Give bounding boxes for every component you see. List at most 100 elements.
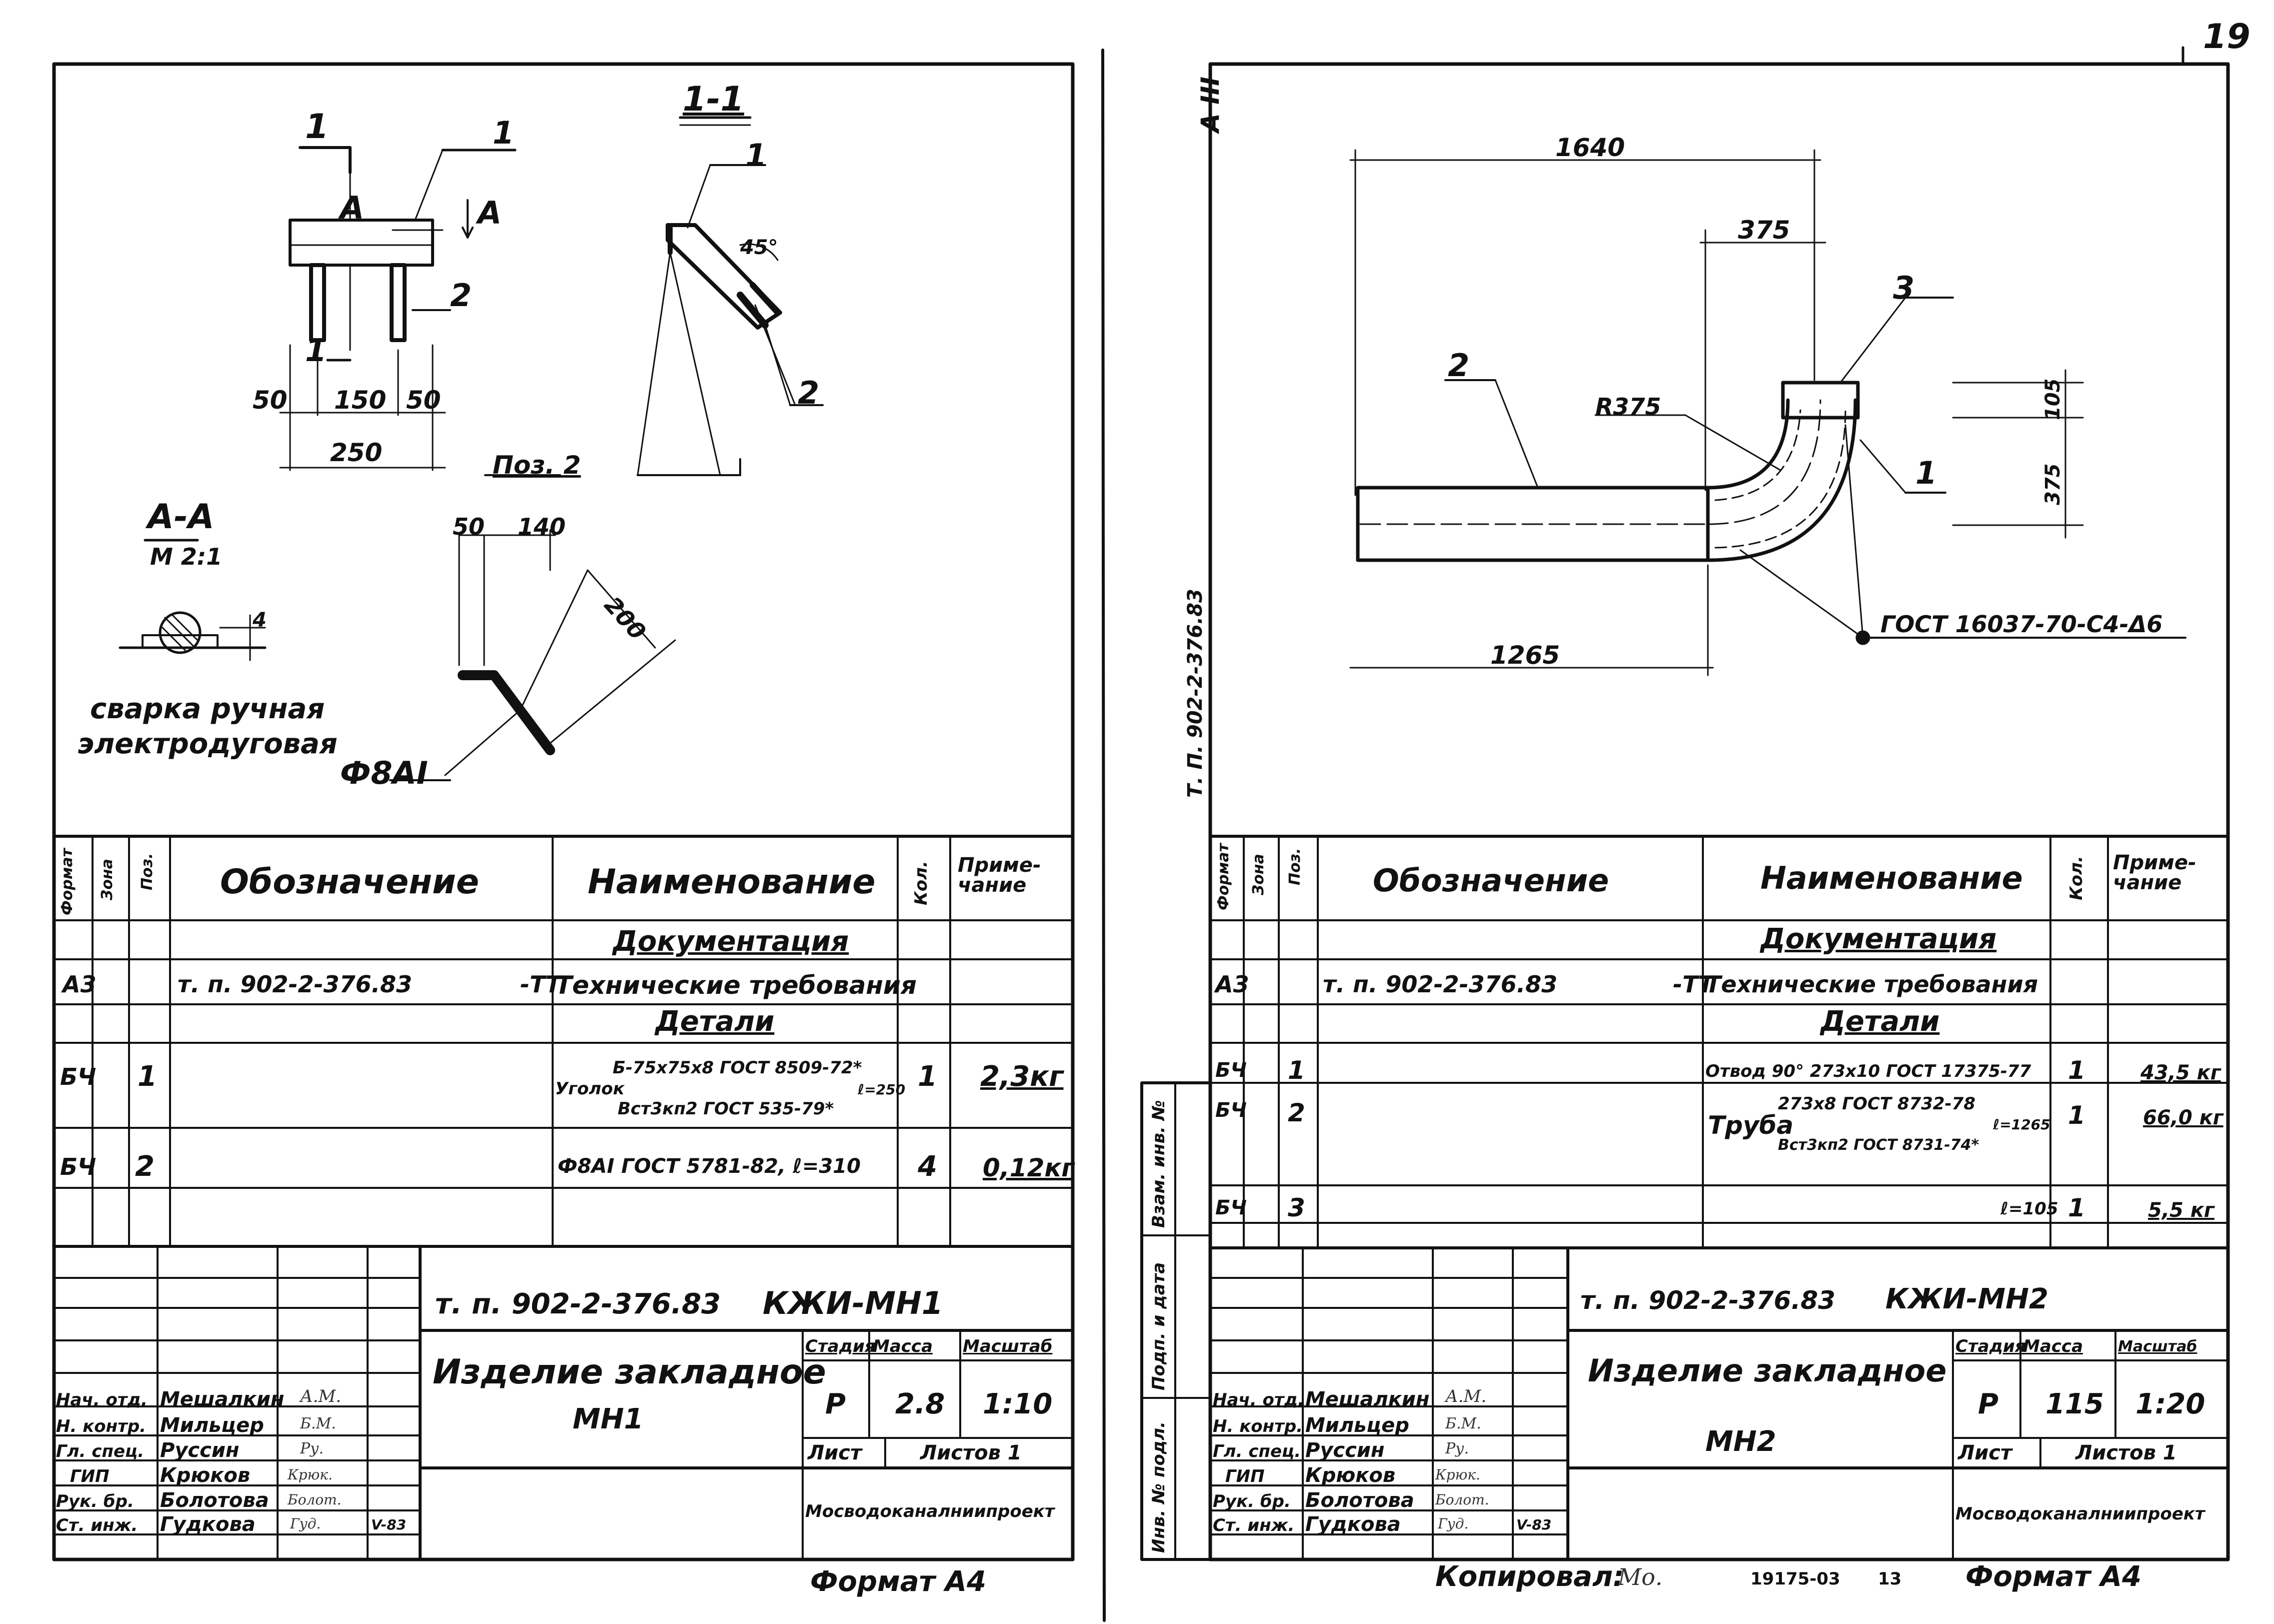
right-staff-sign-4: Болот. <box>1435 1491 1489 1508</box>
left-row5-name: Ф8АI ГОСТ 5781-82, ℓ=310 <box>558 1155 861 1178</box>
right-staff-role-5: Ст. инж. <box>1213 1515 1295 1535</box>
right-staff-name-4: Болотова <box>1305 1489 1414 1512</box>
weld-note-line1: сварка ручная <box>90 693 325 725</box>
weld-note-line2: электродуговая <box>78 728 338 760</box>
left-row2-designation: т. п. 902-2-376.83 <box>178 971 413 998</box>
left-staff-sign-2: Ру. <box>300 1440 324 1457</box>
left-staff-sign-1: Б.М. <box>300 1415 336 1432</box>
right-row4-qty: 1 <box>2068 1056 2085 1085</box>
right-row4-note: 43,5 кг <box>2140 1061 2221 1084</box>
left-title-sheet-code: КЖИ-МН1 <box>763 1285 943 1321</box>
left-staff-sign-0: А.М. <box>300 1386 342 1406</box>
left-staff-role-1: Н. контр. <box>56 1416 147 1436</box>
dim-1640: 1640 <box>1555 133 1625 162</box>
view-mark-a1: A <box>340 190 364 226</box>
left-staff-name-0: Мешалкин <box>160 1388 285 1411</box>
right-scale: 1:20 <box>2135 1388 2205 1420</box>
right-staff-role-1: Н. контр. <box>1213 1416 1303 1436</box>
left-row4-suffix: ℓ=250 <box>858 1081 906 1098</box>
weld-size: 4 <box>253 609 267 632</box>
left-row5-note: 0,12кг <box>983 1153 1075 1182</box>
right-row-details: Детали <box>1820 1005 1940 1038</box>
left-row5-qty: 4 <box>918 1150 937 1183</box>
right-stage-label: Стадия <box>1955 1336 2026 1356</box>
right-org: Мосводоканалниипроект <box>1955 1504 2205 1524</box>
right-row4-pos: 1 <box>1288 1056 1305 1085</box>
section-aa-scale: М 2:1 <box>150 543 223 570</box>
left-title-item-mark: МН1 <box>573 1403 644 1435</box>
angle-45: 45° <box>740 236 778 259</box>
left-h-qty: Кол. <box>911 861 931 905</box>
inventory-page: 13 <box>1878 1569 1902 1589</box>
section-mark-left: 1 <box>305 107 329 147</box>
pos2-label-plan: 2 <box>450 277 472 314</box>
left-scale: 1:10 <box>983 1388 1053 1420</box>
left-h-zone: Зона <box>99 859 116 900</box>
right-format-label: Формат А4 <box>1965 1560 2141 1593</box>
section-mark-left-bottom: 1 <box>305 332 327 369</box>
stamp-label-2: Инв. № подл. <box>1149 1421 1169 1553</box>
left-poz2-bar <box>389 474 676 781</box>
rebar-label: Ф8АI <box>340 755 428 791</box>
left-h-designation: Обозначение <box>220 862 479 902</box>
left-frame <box>52 62 1075 1561</box>
left-staff-name-2: Руссин <box>160 1439 240 1462</box>
right-row6-note: 5,5 кг <box>2148 1199 2214 1222</box>
right-row6-pos: 3 <box>1288 1193 1305 1222</box>
right-row4-format: БЧ <box>1215 1059 1247 1082</box>
right-row2-format: А3 <box>1215 971 1249 998</box>
stamp-label-0: Взам. инв. № <box>1149 1100 1169 1228</box>
left-row4-pos: 1 <box>138 1060 157 1093</box>
left-row2-format: А3 <box>63 971 97 998</box>
right-staff-sign-0: А.М. <box>1445 1386 1487 1406</box>
left-h-format: Формат <box>59 848 76 915</box>
right-row5-top: 273х8 ГОСТ 8732-78 <box>1778 1094 1976 1114</box>
left-h-note: Приме-чание <box>958 854 1041 897</box>
left-staff-name-4: Болотова <box>160 1489 269 1512</box>
right-staff-name-0: Мешалкин <box>1305 1388 1430 1411</box>
left-sheet-label: Лист <box>808 1441 862 1464</box>
view-mark-a2: A <box>478 195 502 231</box>
right-row4-name: Отвод 90° 273х10 ГОСТ 17375-77 <box>1705 1061 2031 1081</box>
left-title-item: Изделие закладное <box>433 1352 826 1392</box>
dim-375: 375 <box>1738 216 1790 245</box>
section-aa-title: А-А <box>148 497 215 537</box>
right-row5-format: БЧ <box>1215 1099 1247 1122</box>
right-title-item: Изделие закладное <box>1588 1352 1947 1389</box>
left-row4-top: Б-75х75х8 ГОСТ 8509-72* <box>613 1058 862 1078</box>
right-row5-prefix: Труба <box>1708 1111 1794 1140</box>
right-stage: Р <box>1978 1388 1999 1420</box>
left-row2-code: -ТТ <box>520 971 561 998</box>
right-h-note: Приме-чание <box>2113 851 2196 894</box>
right-row2-name: Технические требования <box>1705 971 2038 998</box>
right-row2-code: -ТТ <box>1673 971 1714 998</box>
dim-105: 105 <box>2041 378 2064 421</box>
left-sheets-label: Листов 1 <box>920 1441 1022 1464</box>
right-title-code: т. п. 902-2-376.83 <box>1580 1286 1835 1315</box>
left-title-code: т. п. 902-2-376.83 <box>435 1288 721 1320</box>
right-staff-sign-5: Гуд. <box>1438 1515 1469 1532</box>
copied-by-label: Копировал: <box>1435 1560 1624 1593</box>
right-row2-designation: т. п. 902-2-376.83 <box>1323 971 1558 998</box>
right-staff-name-5: Гудкова <box>1305 1513 1401 1536</box>
left-row5-pos: 2 <box>135 1150 155 1183</box>
right-pos1: 1 <box>1915 455 1937 491</box>
right-staff-sign-1: Б.М. <box>1445 1415 1481 1432</box>
right-spec-grid <box>1209 835 2229 1249</box>
right-staff-role-4: Рук. бр. <box>1213 1491 1291 1511</box>
left-mass-label: Масса <box>873 1336 933 1356</box>
left-staff-name-5: Гудкова <box>160 1513 256 1536</box>
left-staff-role-5: Ст. инж. <box>56 1515 138 1535</box>
left-row4-note: 2,3кг <box>980 1060 1064 1093</box>
dim-250: 250 <box>330 438 383 467</box>
right-h-designation: Обозначение <box>1373 862 1609 899</box>
right-mass-label: Масса <box>2023 1336 2083 1356</box>
left-stage: Р <box>825 1388 846 1420</box>
sheet-divider <box>1101 49 1106 1622</box>
dim-1265: 1265 <box>1490 641 1560 670</box>
left-mass: 2.8 <box>895 1388 945 1420</box>
left-plan-view <box>279 146 517 471</box>
left-spec-grid <box>53 835 1074 1247</box>
left-row4-format: БЧ <box>60 1063 97 1090</box>
